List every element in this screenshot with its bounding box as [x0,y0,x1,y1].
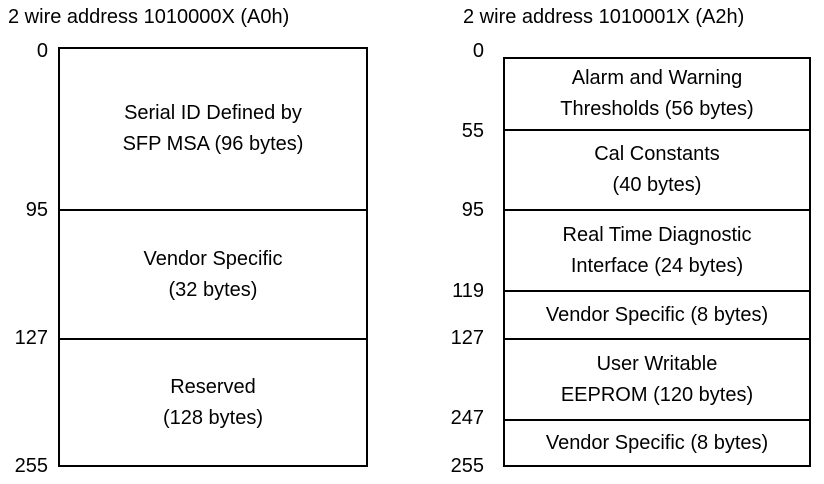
memory-block-vendor-specific: Vendor Specific (32 bytes) [58,209,368,338]
address-label: 127 [450,327,484,349]
block-label-line: Reserved [170,375,256,398]
memory-block-vendor-specific-2: Vendor Specific (8 bytes) [503,419,811,467]
address-label: 95 [461,199,484,221]
block-label-line: Thresholds (56 bytes) [560,98,754,120]
memory-block-alarm-thresholds: Alarm and Warning Thresholds (56 bytes) [503,57,811,129]
map-title-a2: 2 wire address 1010001X (A2h) [463,6,745,28]
block-label-line: Cal Constants [594,143,720,165]
block-label-line: Alarm and Warning [571,67,743,89]
block-label-line: Serial ID Defined by [124,102,302,124]
block-label-line: EEPROM (120 bytes) [560,383,754,406]
block-label-line: SFP MSA (96 bytes) [122,133,304,155]
block-label-line: (40 bytes) [612,174,702,196]
address-label: 0 [472,40,484,62]
block-label-line: Vendor Specific (8 bytes) [545,431,769,454]
memory-block-serial-id: Serial ID Defined by SFP MSA (96 bytes) [58,47,368,209]
memory-block-reserved: Reserved (128 bytes) [58,338,368,467]
block-label-line: (32 bytes) [168,278,258,301]
address-label: 127 [14,327,48,349]
address-label: 95 [25,199,48,221]
block-label-line: Interface (24 bytes) [570,254,744,277]
block-label-line: User Writable [596,352,718,375]
block-label-line: Real Time Diagnostic [562,223,752,246]
block-label-line: (128 bytes) [162,406,264,429]
block-label-line: Vendor Specific (8 bytes) [545,303,769,326]
memory-block-real-time-diagnostic: Real Time Diagnostic Interface (24 bytes… [503,209,811,290]
memory-block-user-writable-eeprom: User Writable EEPROM (120 bytes) [503,338,811,419]
block-label-line: Vendor Specific [143,247,283,270]
address-label: 119 [452,280,484,302]
address-label: 55 [461,120,484,142]
address-label: 255 [14,455,48,477]
address-label: 0 [36,40,48,62]
memory-block-vendor-specific-1: Vendor Specific (8 bytes) [503,290,811,338]
address-label: 247 [450,407,484,429]
address-label: 255 [450,455,484,477]
memory-block-cal-constants: Cal Constants (40 bytes) [503,129,811,209]
map-title-a0: 2 wire address 1010000X (A0h) [8,6,290,28]
